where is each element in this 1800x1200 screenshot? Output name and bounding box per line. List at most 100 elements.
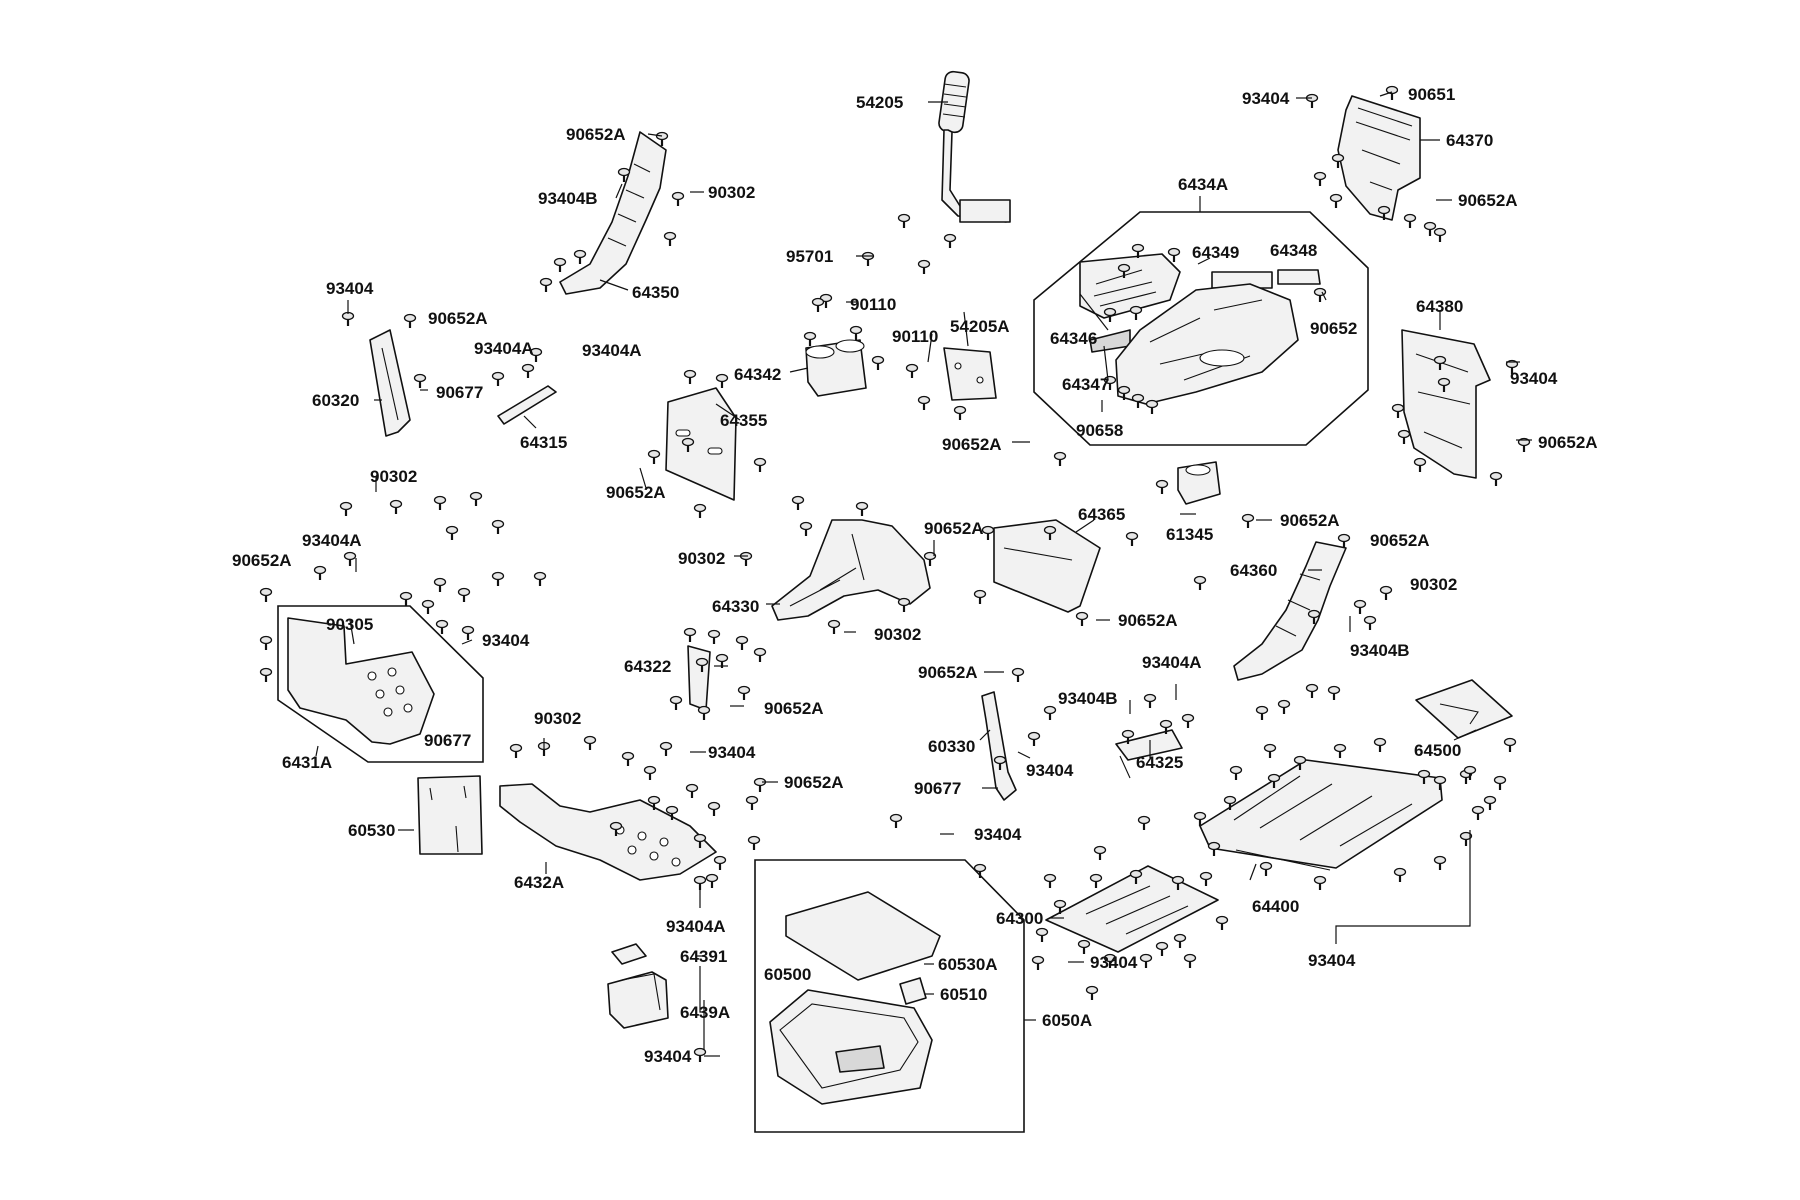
plate-64365 (993, 519, 1101, 613)
bolt-icon (539, 277, 553, 292)
bolt-icon (1131, 393, 1145, 408)
bolt-icon (647, 795, 661, 810)
label-90652a-3: 90652A (428, 309, 488, 328)
bolt-icon (1489, 471, 1503, 486)
bolt-icon (1433, 227, 1447, 242)
bolt-icon (1199, 871, 1213, 886)
bolt-icon (1305, 93, 1319, 108)
pad-64348 (1277, 269, 1321, 285)
bolt-icon (621, 751, 635, 766)
bolt-icon (973, 863, 987, 878)
bolt-icon (1373, 737, 1387, 752)
bolt-icon (1313, 171, 1327, 186)
bolt-icon (509, 743, 523, 758)
bolt-icon (669, 695, 683, 710)
label-90652a-2: 90652A (566, 125, 626, 144)
bolt-icon (1193, 811, 1207, 826)
bolt-icon (461, 625, 475, 640)
label-93404a-2: 93404A (582, 341, 642, 360)
label-93404a-3: 93404A (302, 531, 362, 550)
bolt-icon (1103, 953, 1117, 968)
bolt-icon (1171, 875, 1185, 890)
bolt-icon (849, 325, 863, 340)
bolt-icon (1471, 805, 1485, 820)
bolt-icon (491, 371, 505, 386)
bolt-icon (1207, 841, 1221, 856)
bolt-icon (1117, 385, 1131, 400)
bolt-icon (1137, 815, 1151, 830)
bolt-icon (897, 597, 911, 612)
bolt-icon (791, 495, 805, 510)
bolt-icon (435, 619, 449, 634)
label-64346: 64346 (1050, 329, 1097, 348)
bolt-icon (1305, 683, 1319, 698)
label-6439a: 6439A (680, 1003, 730, 1022)
bolt-icon (1103, 307, 1117, 322)
label-64360: 64360 (1230, 561, 1277, 580)
label-93404-j: 93404 (1308, 951, 1356, 970)
bolt-icon (855, 501, 869, 516)
bolt-icon (993, 755, 1007, 770)
bolt-icon (1085, 985, 1099, 1000)
label-90652a-1: 90652A (1458, 191, 1518, 210)
bolt-icon (1333, 743, 1347, 758)
tray-6431a (287, 617, 435, 745)
bolt-icon (573, 249, 587, 264)
label-90652a-13: 90652A (918, 663, 978, 682)
label-90652a-14: 90652A (784, 773, 844, 792)
label-6431a: 6431A (282, 753, 332, 772)
bolt-icon (753, 647, 767, 662)
bolt-icon (1423, 221, 1437, 236)
bolt-icon (259, 587, 273, 602)
label-54205a: 54205A (950, 317, 1010, 336)
bolt-icon (695, 657, 709, 672)
bolt-icon (693, 503, 707, 518)
label-60320: 60320 (312, 391, 359, 410)
bolt-icon (339, 501, 353, 516)
bolt-icon (735, 635, 749, 650)
bolt-icon (683, 369, 697, 384)
label-93404b-3: 93404B (1058, 689, 1118, 708)
bolt-icon (917, 395, 931, 410)
label-93404-e: 93404 (1026, 761, 1074, 780)
bolt-icon (1307, 609, 1321, 624)
label-93404-b: 93404 (326, 279, 374, 298)
bolt-icon (1043, 873, 1057, 888)
bolt-icon (1053, 899, 1067, 914)
label-93404a-5: 93404A (666, 917, 726, 936)
bolt-icon (1129, 869, 1143, 884)
bolt-icon (1503, 737, 1517, 752)
label-90302-1: 90302 (708, 183, 755, 202)
bolt-icon (1379, 585, 1393, 600)
pad-64391 (611, 943, 647, 965)
bolt-icon (953, 405, 967, 420)
bolt-icon (1267, 773, 1281, 788)
bolt-icon (745, 795, 759, 810)
label-90652a-8: 90652A (924, 519, 984, 538)
label-64300: 64300 (996, 909, 1043, 928)
label-64330: 64330 (712, 597, 759, 616)
label-90652a-12: 90652A (764, 699, 824, 718)
frame-group-6050a (754, 859, 1025, 1133)
bolt-icon (521, 363, 535, 378)
bolt-icon (1437, 377, 1451, 392)
bolt-icon (1193, 575, 1207, 590)
label-64370: 64370 (1446, 131, 1493, 150)
bolt-icon (1229, 765, 1243, 780)
label-64315: 64315 (520, 433, 567, 452)
bolt-icon (681, 437, 695, 452)
label-6434a: 6434A (1178, 175, 1228, 194)
bolt-icon (1053, 451, 1067, 466)
label-64500: 64500 (1414, 741, 1461, 760)
bolt-icon (917, 259, 931, 274)
bolt-icon (1393, 867, 1407, 882)
bolt-icon (693, 833, 707, 848)
frame-group-6431a (277, 605, 484, 763)
tray-6432a (499, 783, 717, 881)
label-90652a-4: 90652A (942, 435, 1002, 454)
bolt-icon (715, 653, 729, 668)
bolt-icon (1077, 939, 1091, 954)
label-90302-4: 90302 (874, 625, 921, 644)
bolt-icon (445, 525, 459, 540)
